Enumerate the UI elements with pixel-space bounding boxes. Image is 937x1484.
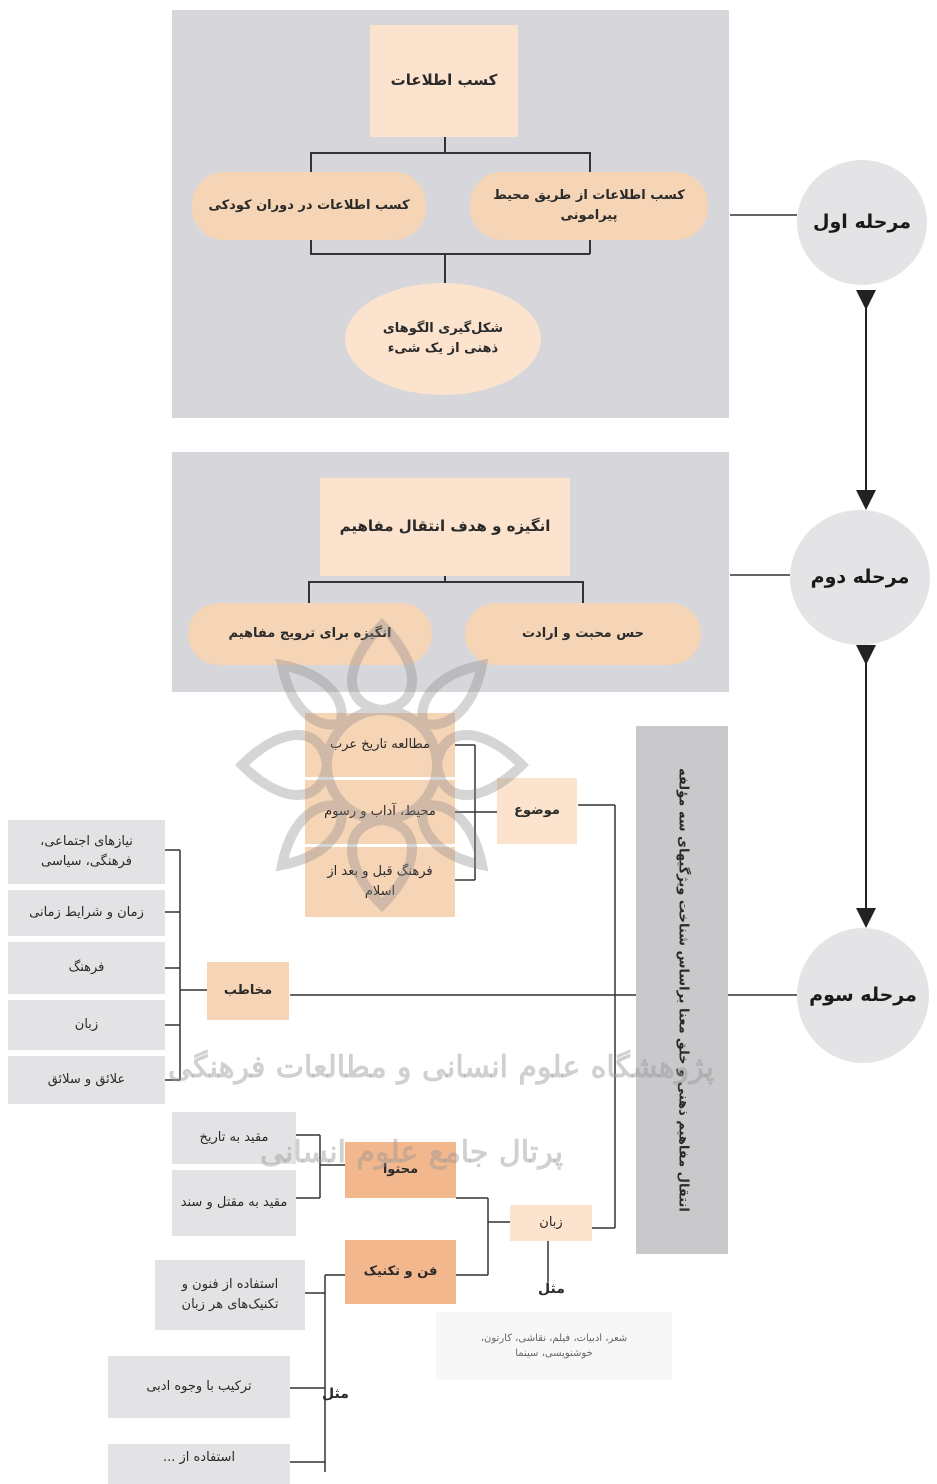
- technique-item-1: استفاده از فنون و تکنیک‌های هر زبان: [155, 1260, 305, 1330]
- stage2-left-node: انگیزه برای ترویج مفاهیم: [188, 603, 432, 665]
- stage2-right-node: حس محبت و ارادت: [465, 603, 701, 665]
- s1-line-v3: [589, 152, 591, 172]
- audience-item-2: زمان و شرایط زمانی: [8, 890, 165, 936]
- technique-example-label: مثل: [322, 1386, 349, 1402]
- s1-line-h2: [310, 253, 590, 255]
- s2-line-v2: [308, 581, 310, 603]
- audience-node: مخاطب: [207, 962, 289, 1020]
- subject-item-2: محیط، آداب و رسوم: [305, 780, 455, 844]
- technique-node: فن و تکنیک: [345, 1240, 456, 1304]
- s2-line-h1: [308, 581, 583, 583]
- audience-item-5: علائق و سلائق: [8, 1056, 165, 1104]
- stage1-left-node: کسب اطلاعات در دوران کودکی: [192, 172, 426, 240]
- subject-item-3: فرهنگ قبل و بعد از اسلام: [305, 847, 455, 917]
- audience-item-3: فرهنگ: [8, 942, 165, 994]
- language-examples: شعر، ادبیات، فیلم، نقاشی، کارتون، خوشنوی…: [436, 1312, 672, 1380]
- content-node: محتوا: [345, 1142, 456, 1198]
- phase-1-label: مرحله اول: [813, 210, 911, 233]
- language-node: زبان: [510, 1205, 592, 1241]
- phase-3-circle: مرحله سوم: [797, 928, 929, 1063]
- watermark-line-1: پژوهشگاه علوم انسانی و مطالعات فرهنگی: [168, 1050, 715, 1085]
- stage1-result: شکل‌گیری الگوهای ذهنی از یک شیء: [345, 283, 541, 395]
- phase-2-circle: مرحله دوم: [790, 510, 930, 645]
- s1-line-v4: [310, 240, 312, 254]
- audience-item-4: زبان: [8, 1000, 165, 1050]
- technique-item-2: ترکیب با وجوه ادبی: [108, 1356, 290, 1418]
- s1-line-h1: [310, 152, 590, 154]
- s1-line-v5: [589, 240, 591, 254]
- phase-3-label: مرحله سوم: [809, 983, 917, 1006]
- audience-item-1: نیازهای اجتماعی، فرهنگی، سیاسی: [8, 820, 165, 884]
- stage3-vertical-label: انتقال مفاهیم ذهنی و خلق معنا براساس شنا…: [636, 726, 728, 1254]
- subject-node: موضوع: [497, 778, 577, 844]
- stage1-title: کسب اطلاعات: [370, 25, 518, 137]
- language-example-label: مثل: [538, 1281, 565, 1297]
- phase-1-circle: مرحله اول: [797, 160, 927, 285]
- content-item-2: مقید به مقتل و سند: [172, 1170, 296, 1236]
- watermark-line-2: پرتال جامع علوم انسانی: [260, 1135, 564, 1170]
- s2-line-v1: [444, 576, 446, 582]
- phase-2-label: مرحله دوم: [810, 565, 910, 588]
- stage2-title: انگیزه و هدف انتقال مفاهیم: [320, 478, 570, 576]
- s1-line-v2: [310, 152, 312, 172]
- stage1-right-node: کسب اطلاعات از طریق محیط پیرامونی: [470, 172, 708, 240]
- s2-line-v3: [582, 581, 584, 603]
- s1-line-v6: [444, 253, 446, 283]
- technique-item-3: استفاده از ...: [108, 1444, 290, 1484]
- subject-item-1: مطالعه تاریخ عرب: [305, 713, 455, 777]
- s1-line-v1: [444, 137, 446, 153]
- content-item-1: مقید به تاریخ: [172, 1112, 296, 1164]
